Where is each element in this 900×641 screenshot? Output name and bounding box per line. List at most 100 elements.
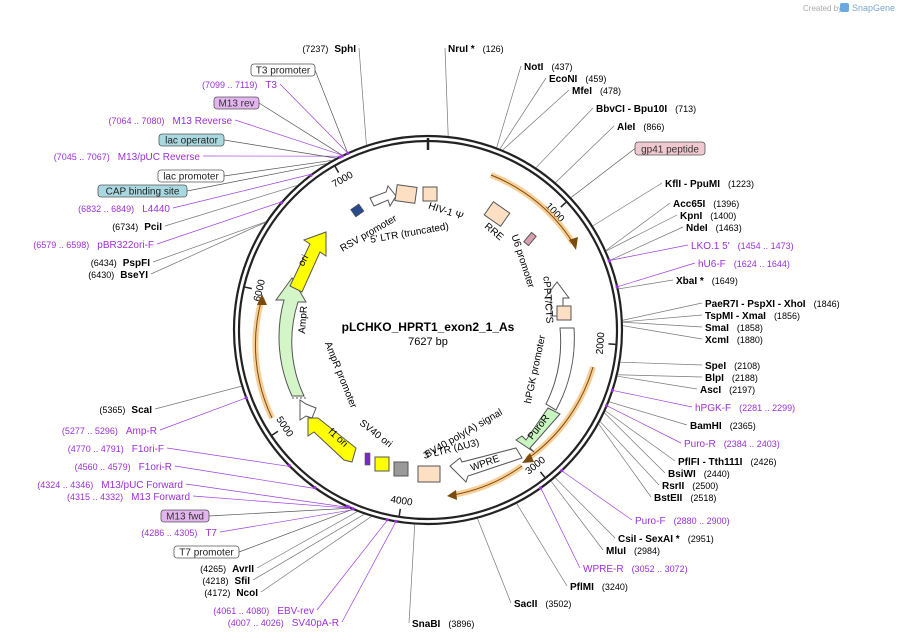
leader-line	[444, 47, 449, 137]
enzyme-site-kfli-ppumi[interactable]: KflI - PpuMI(1223)	[665, 179, 754, 190]
primer-pbr322ori-f[interactable]: pBR322ori-F(6579 .. 6598)	[33, 201, 284, 251]
enzyme-name: PaeR7I - PspXI - XhoI	[705, 299, 806, 310]
enzyme-site-tspmi-xmai[interactable]: TspMI - XmaI(1856)	[705, 311, 800, 322]
primer-name: hPGK-F	[695, 403, 731, 414]
enzyme-position: (4172)	[204, 588, 230, 598]
enzyme-site-asci[interactable]: AscI(2197)	[700, 385, 755, 396]
leader-line	[150, 222, 266, 275]
enzyme-site-sacii[interactable]: SacII (3502)	[514, 599, 571, 610]
feature-sv40-poly-a-signal: SV40 poly(A) signal	[423, 407, 505, 460]
enzyme-site-bsteii[interactable]: BstEII(2518)	[654, 493, 716, 504]
orange-arrow-4	[257, 294, 267, 305]
feature-label-m13-rev[interactable]: M13 rev	[213, 96, 260, 110]
label-box-text: T7 promoter	[179, 548, 234, 559]
feature-label-lac-operator[interactable]: lac operator	[158, 133, 225, 147]
leader-line	[358, 47, 367, 146]
feature-label-t3-promoter[interactable]: T3 promoter	[250, 63, 316, 77]
label-box-text: M13 fwd	[166, 512, 204, 523]
enzyme-name: PflMI	[570, 582, 594, 593]
feature-label-m13-fwd[interactable]: M13 fwd	[160, 509, 210, 523]
primer-position: (4560 .. 4579)	[75, 462, 131, 472]
enzyme-position: (4218)	[202, 576, 228, 586]
enzyme-name: SacII	[514, 599, 538, 610]
enzyme-name: KflI - PpuMI	[665, 179, 720, 190]
enzyme-name: MluI	[606, 546, 626, 557]
enzyme-site-sphi[interactable]: SphI(7237)	[302, 44, 356, 55]
leader-line	[341, 522, 396, 623]
enzyme-position: (3502)	[545, 599, 571, 609]
enzyme-site-bsiwi[interactable]: BsiWI(2440)	[668, 469, 730, 480]
enzyme-site-xcmi[interactable]: XcmI(1880)	[705, 335, 763, 346]
enzyme-site-spei[interactable]: SpeI(2108)	[705, 361, 760, 372]
primer-name: pBR322ori-F	[97, 240, 154, 251]
enzyme-site-pflfi-tth111i[interactable]: PflFI - Tth111I(2426)	[678, 457, 776, 468]
enzyme-site-bseyi[interactable]: BseYI(6430)	[88, 270, 148, 281]
enzyme-site-avrii[interactable]: AvrII(4265)	[200, 564, 254, 575]
feature-label-lac-promoter[interactable]: lac promoter	[157, 169, 225, 183]
leader-line	[256, 511, 358, 569]
enzyme-site-ndei[interactable]: NdeI(1463)	[686, 223, 742, 234]
leader-line	[238, 509, 353, 553]
enzyme-site-alei[interactable]: AleI(866)	[617, 122, 664, 133]
enzyme-name: XcmI	[705, 335, 729, 346]
primer-puro-r[interactable]: Puro-R(2384 .. 2403)	[605, 404, 780, 450]
enzyme-site-snabi[interactable]: SnaBI(3896)	[412, 619, 474, 630]
enzyme-site-pspfi[interactable]: PspFI(6434)	[91, 258, 150, 269]
enzyme-name: BamHI	[690, 421, 722, 432]
primer-name: L4440	[142, 204, 170, 215]
enzyme-site-csii-sexai[interactable]: CsiI - SexAI *(2951)	[618, 534, 714, 545]
enzyme-site-rsrii[interactable]: RsrII(2500)	[662, 481, 718, 492]
enzyme-site-econi[interactable]: EcoNI(459)	[549, 74, 606, 85]
enzyme-position: (459)	[585, 74, 606, 84]
leader-line	[208, 507, 349, 517]
leader-line	[166, 447, 289, 467]
primer-t7[interactable]: T7(4286 .. 4305)	[141, 507, 355, 539]
primer-puro-f[interactable]: Puro-F(2880 .. 2900)	[560, 468, 730, 527]
feature-label-gp41-peptide[interactable]: gp41 peptide	[634, 141, 706, 156]
enzyme-site-xbai[interactable]: XbaI *(1649)	[676, 276, 738, 287]
primer-f1ori-r[interactable]: F1ori-R (4560 .. 4579)	[75, 462, 317, 490]
enzyme-site-blpi[interactable]: BlpI(2188)	[705, 373, 758, 384]
primer-lko-1-5[interactable]: LKO.1 5'(1454 .. 1473)	[607, 241, 794, 263]
tick-mark	[608, 343, 616, 346]
enzyme-site-smai[interactable]: SmaI(1858)	[705, 323, 763, 334]
primer-sv40pa-r[interactable]: SV40pA-R(4007 .. 4026)	[228, 519, 398, 629]
primer-l4440[interactable]: L4440(6832 .. 6849)	[78, 173, 313, 215]
enzyme-site-mfei[interactable]: MfeI(478)	[572, 86, 621, 97]
enzyme-site-noti[interactable]: NotI(437)	[524, 62, 572, 73]
primer-f1ori-f[interactable]: F1ori-F(4770 .. 4791)	[68, 444, 291, 468]
primer-wpre-r[interactable]: WPRE-R(3052 .. 3072)	[538, 486, 688, 575]
leader-line	[562, 470, 633, 521]
primer-name: F1ori-R	[139, 462, 172, 473]
primer-ebv-rev[interactable]: EBV-rev(4061 .. 4080)	[213, 518, 389, 617]
primer-t3[interactable]: T3(7099 .. 7119)	[202, 80, 350, 155]
enzyme-site-bamhi[interactable]: BamHI(2365)	[690, 421, 756, 432]
orange-feature-arc-4-line	[254, 297, 273, 419]
enzyme-site-pcii[interactable]: PciI(6734)	[112, 222, 162, 233]
feature-label-cap-binding-site[interactable]: CAP binding site	[97, 184, 188, 198]
enzyme-site-acc65i[interactable]: Acc65I(1396)	[673, 199, 739, 210]
primer-m13-forward[interactable]: M13 Forward(4315 .. 4332)	[67, 492, 351, 509]
enzyme-site-pflmi[interactable]: PflMI(3240)	[570, 582, 628, 593]
label-box-text: CAP binding site	[106, 187, 180, 198]
primer-m13-puc-reverse[interactable]: M13/pUC Reverse(7045 .. 7067)	[54, 152, 342, 163]
enzyme-site-nrui[interactable]: NruI *(126)	[448, 44, 504, 55]
enzyme-site-scai[interactable]: ScaI(5365)	[99, 405, 152, 416]
primer-amp-r[interactable]: Amp-R(5277 .. 5296)	[62, 396, 248, 437]
enzyme-position: (2188)	[732, 373, 758, 383]
enzyme-site-ncoi[interactable]: NcoI(4172)	[204, 588, 258, 599]
leader-line	[605, 410, 676, 462]
enzyme-name: RsrII	[662, 481, 684, 492]
plasmid-name: pLCHKO_HPRT1_exon2_1_As	[342, 320, 515, 334]
tick-mark	[560, 201, 567, 208]
enzyme-site-sfii[interactable]: SfiI(4218)	[202, 576, 250, 587]
enzyme-site-mlui[interactable]: MluI(2984)	[606, 546, 660, 557]
enzyme-position: (2951)	[688, 534, 714, 544]
enzyme-site-paer7i-pspxi-xhoi[interactable]: PaeR7I - PspXI - XhoI(1846)	[705, 299, 840, 310]
primer-hu6-f[interactable]: hU6-F(1624 .. 1644)	[615, 259, 790, 289]
primer-hpgk-f[interactable]: hPGK-F(2281 .. 2299)	[610, 388, 795, 414]
leader-line	[223, 160, 332, 177]
enzyme-site-kpni[interactable]: KpnI(1400)	[680, 211, 736, 222]
feature-label-t7-promoter[interactable]: T7 promoter	[173, 545, 240, 559]
enzyme-site-bbvci-bpu10i[interactable]: BbvCI - Bpu10I(713)	[596, 104, 696, 115]
